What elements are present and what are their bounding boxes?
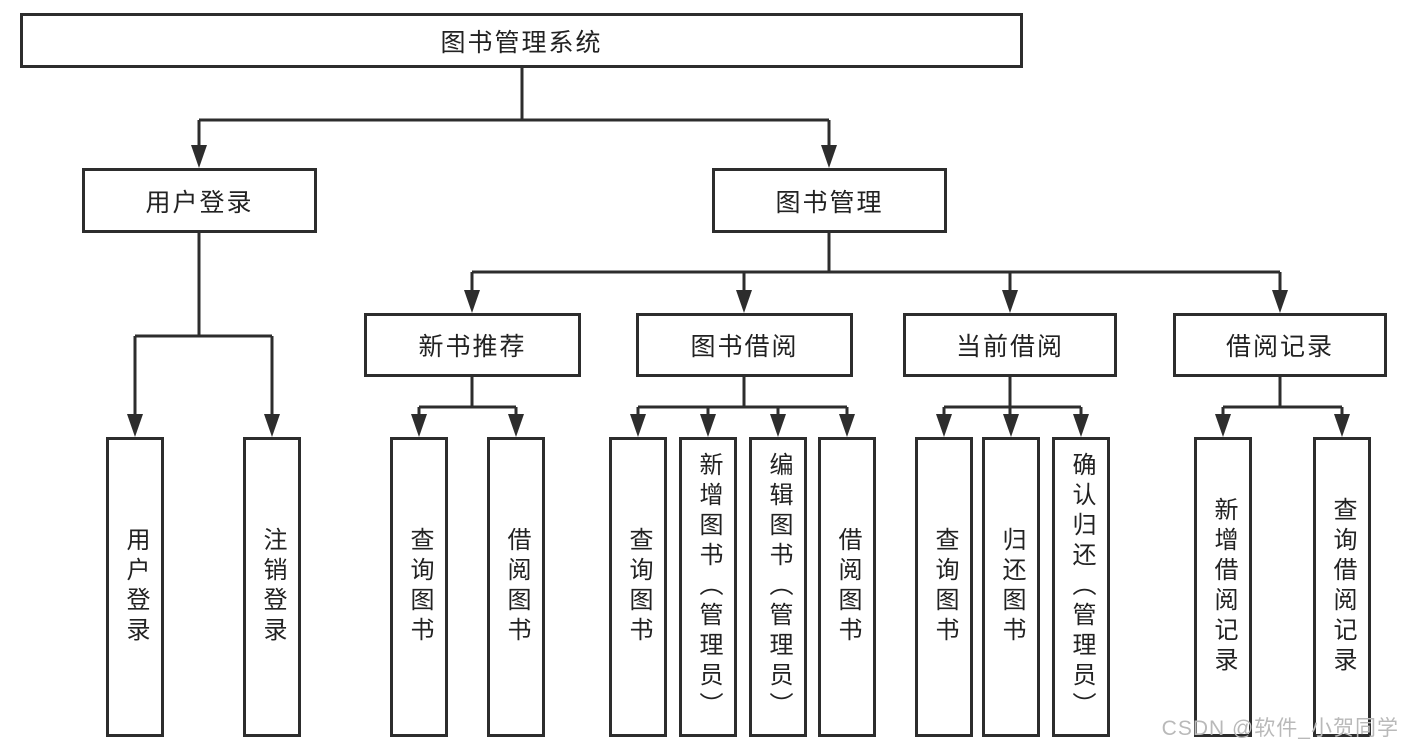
node-book-borrowing: 图书借阅 bbox=[636, 313, 853, 377]
node-new-book-recommend-label: 新书推荐 bbox=[418, 333, 527, 361]
node-logout-label: 注销登录 bbox=[259, 527, 286, 647]
node-library-system: 图书管理系统 bbox=[20, 13, 1023, 68]
node-current-borrowing-label: 当前借阅 bbox=[955, 333, 1064, 361]
node-query-borrow-record: 查询借阅记录 bbox=[1313, 437, 1371, 737]
node-return-book: 归还图书 bbox=[982, 437, 1040, 737]
node-query-books-current: 查询图书 bbox=[915, 437, 973, 737]
node-user-login-branch-label: 用户登录 bbox=[145, 188, 254, 217]
node-borrow-books-recommend-label: 借阅图书 bbox=[503, 527, 530, 647]
node-book-management: 图书管理 bbox=[712, 168, 947, 233]
node-query-borrow-record-label: 查询借阅记录 bbox=[1329, 497, 1356, 677]
node-user-login: 用户登录 bbox=[106, 437, 164, 737]
node-borrow-books-recommend: 借阅图书 bbox=[487, 437, 545, 737]
node-add-borrow-record-label: 新增借阅记录 bbox=[1210, 497, 1237, 677]
node-new-book-recommend: 新书推荐 bbox=[364, 313, 581, 377]
node-query-books-recommend: 查询图书 bbox=[390, 437, 448, 737]
node-add-book-admin-label: 新增图书（管理员） bbox=[695, 452, 722, 722]
node-query-books-recommend-label: 查询图书 bbox=[406, 527, 433, 647]
node-logout: 注销登录 bbox=[243, 437, 301, 737]
node-current-borrowing: 当前借阅 bbox=[903, 313, 1117, 377]
node-query-books-borrowing: 查询图书 bbox=[609, 437, 667, 737]
node-confirm-return-admin: 确认归还（管理员） bbox=[1052, 437, 1110, 737]
watermark: CSDN @软件_小贺同学 bbox=[1161, 717, 1399, 740]
node-user-login-label: 用户登录 bbox=[122, 527, 149, 647]
node-query-books-borrowing-label: 查询图书 bbox=[625, 527, 652, 647]
node-book-management-label: 图书管理 bbox=[775, 188, 884, 217]
node-borrow-books-label: 借阅图书 bbox=[834, 527, 861, 647]
node-borrowing-records: 借阅记录 bbox=[1173, 313, 1387, 377]
node-add-borrow-record: 新增借阅记录 bbox=[1194, 437, 1252, 737]
node-edit-book-admin-label: 编辑图书（管理员） bbox=[765, 452, 792, 722]
node-user-login-branch: 用户登录 bbox=[82, 168, 317, 233]
node-confirm-return-admin-label: 确认归还（管理员） bbox=[1068, 452, 1095, 722]
node-book-borrowing-label: 图书借阅 bbox=[690, 333, 799, 361]
node-borrow-books: 借阅图书 bbox=[818, 437, 876, 737]
node-edit-book-admin: 编辑图书（管理员） bbox=[749, 437, 807, 737]
node-query-books-current-label: 查询图书 bbox=[931, 527, 958, 647]
node-add-book-admin: 新增图书（管理员） bbox=[679, 437, 737, 737]
node-borrowing-records-label: 借阅记录 bbox=[1225, 333, 1334, 361]
node-library-system-label: 图书管理系统 bbox=[440, 28, 603, 57]
node-return-book-label: 归还图书 bbox=[998, 527, 1025, 647]
